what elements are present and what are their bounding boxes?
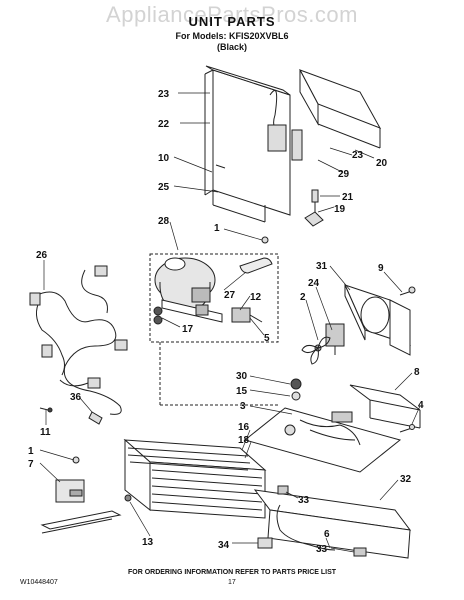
callout-12: 12 — [250, 292, 262, 303]
callout-19: 19 — [334, 204, 346, 215]
start-relay — [153, 304, 263, 325]
drain-tube — [212, 145, 266, 223]
callout-8: 8 — [414, 367, 420, 378]
callout-30: 30 — [236, 371, 248, 382]
callout-11: 11 — [40, 427, 51, 438]
callout-15: 15 — [236, 386, 248, 397]
fan-motor — [325, 323, 345, 355]
callout-1-top: 1 — [214, 223, 220, 234]
wire-harness — [29, 265, 128, 415]
compressor-mount-bracket — [349, 384, 421, 429]
panel-harness — [267, 90, 303, 161]
callout-18: 18 — [238, 435, 250, 446]
run-capacitor — [239, 257, 273, 274]
callout-2: 2 — [300, 292, 306, 303]
base-pan — [243, 407, 402, 473]
mounting-screw — [261, 236, 269, 244]
callout-22: 22 — [158, 119, 170, 130]
compressor — [154, 257, 223, 323]
callout-26: 26 — [36, 250, 48, 261]
callout-13: 13 — [142, 537, 154, 548]
callout-4: 4 — [418, 400, 424, 411]
callout-5: 5 — [264, 333, 270, 344]
callout-29: 29 — [338, 169, 350, 180]
compressor-group-box — [149, 253, 280, 406]
document-number: W10448407 — [20, 579, 58, 586]
fan-shroud — [344, 284, 411, 356]
callout-17: 17 — [182, 324, 194, 335]
color-line: (Black) — [216, 42, 247, 52]
drain-hose — [276, 504, 336, 551]
callout-3: 3 — [240, 401, 246, 412]
callout-6: 6 — [324, 529, 330, 540]
condenser-coil — [123, 438, 267, 519]
condenser-fan-guard-parts — [39, 407, 103, 425]
page-title: UNIT PARTS — [188, 14, 276, 29]
ordering-note: FOR ORDERING INFORMATION REFER TO PARTS … — [127, 569, 337, 576]
callout-32: 32 — [400, 474, 412, 485]
air-duct — [298, 69, 382, 149]
callout-9: 9 — [378, 263, 384, 274]
callout-34: 34 — [218, 540, 230, 551]
callout-33-lower: 33 — [316, 544, 328, 555]
callout-10: 10 — [158, 153, 170, 164]
foam-plug — [257, 537, 273, 549]
watermark: AppliancePartsPros.com — [106, 2, 358, 27]
callout-36: 36 — [70, 392, 82, 403]
callout-25: 25 — [158, 182, 170, 193]
fan-blade — [301, 336, 331, 365]
power-cord-assembly — [40, 456, 122, 534]
callout-16: 16 — [238, 422, 250, 433]
callout-23-right: 23 — [352, 150, 364, 161]
callout-21: 21 — [342, 192, 354, 203]
grommet — [290, 378, 302, 401]
callout-24: 24 — [308, 278, 320, 289]
machine-compartment-cover — [253, 489, 412, 559]
callout-labels: 23 22 10 25 28 1 26 27 12 17 5 36 11 1 7… — [28, 89, 424, 555]
callout-27: 27 — [224, 290, 236, 301]
callout-20: 20 — [376, 158, 388, 169]
leader-lines — [39, 92, 421, 553]
models-line: For Models: KFIS20XVBL6 — [175, 31, 289, 41]
callout-33-upper: 33 — [298, 495, 310, 506]
thermistor-clip — [304, 189, 324, 227]
callout-23: 23 — [158, 89, 170, 100]
page-number: 17 — [228, 579, 236, 586]
evaporator-cover-panel — [204, 65, 291, 216]
base-screw — [399, 424, 415, 433]
callout-31: 31 — [316, 261, 328, 272]
callout-7: 7 — [28, 459, 34, 470]
callout-28: 28 — [158, 216, 170, 227]
callout-1-bottom: 1 — [28, 446, 34, 457]
shroud-screw — [399, 286, 416, 296]
